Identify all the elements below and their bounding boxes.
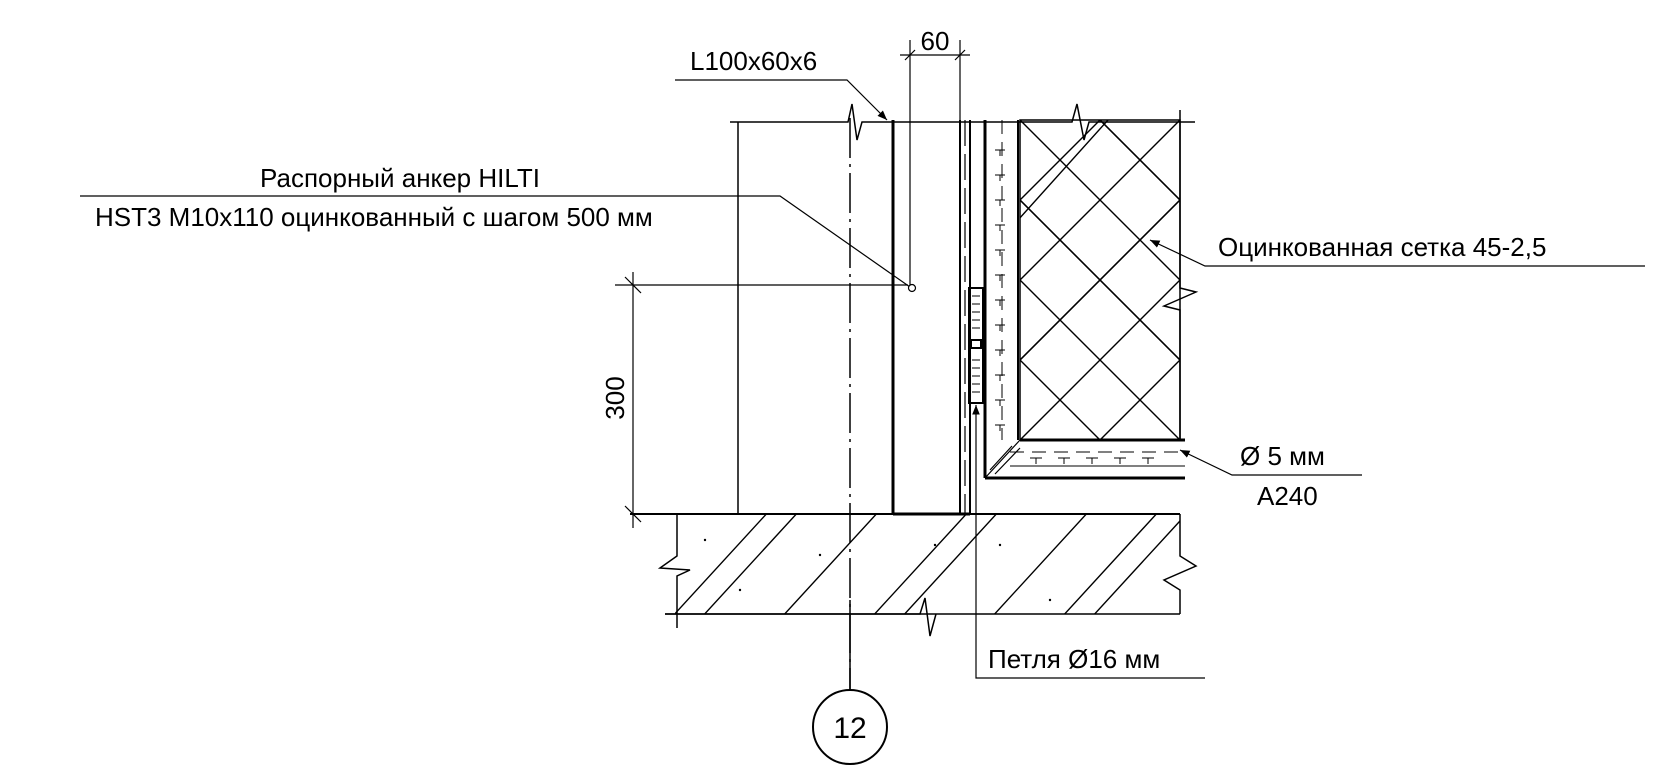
dimension-60-label: 60 [921,26,950,56]
wall-facing [983,120,1019,478]
right-break-line [1161,110,1199,440]
label-angle-profile: L100x60x6 [690,46,817,76]
concrete-slab [630,513,1198,637]
label-rebar-class: A240 [1257,481,1318,511]
label-anchor-line2: HST3 M10x110 оцинкованный с шагом 500 мм [95,202,653,232]
dimension-60 [900,40,970,290]
leader-anchor [80,195,917,293]
facing-hatch [995,149,1005,431]
label-loop: Петля Ø16 мм [988,644,1160,674]
label-anchor-line1: Распорный анкер HILTI [260,163,540,193]
reinforced-layer [984,438,1185,480]
leader-angle [675,79,888,121]
top-break-line [730,103,1195,141]
dimension-300-label: 300 [600,376,630,419]
leader-rebar [1179,449,1362,476]
dimension-300 [615,272,908,528]
leader-mesh [1149,239,1645,267]
axis-bubble-label: 12 [833,712,866,745]
leader-loop [972,405,1205,679]
label-mesh: Оцинкованная сетка 45-2,5 [1218,232,1546,262]
label-rebar-diameter: Ø 5 мм [1240,441,1325,471]
lifting-loop [968,287,984,404]
axis-bubble [812,689,888,765]
steel-angle [891,120,971,516]
